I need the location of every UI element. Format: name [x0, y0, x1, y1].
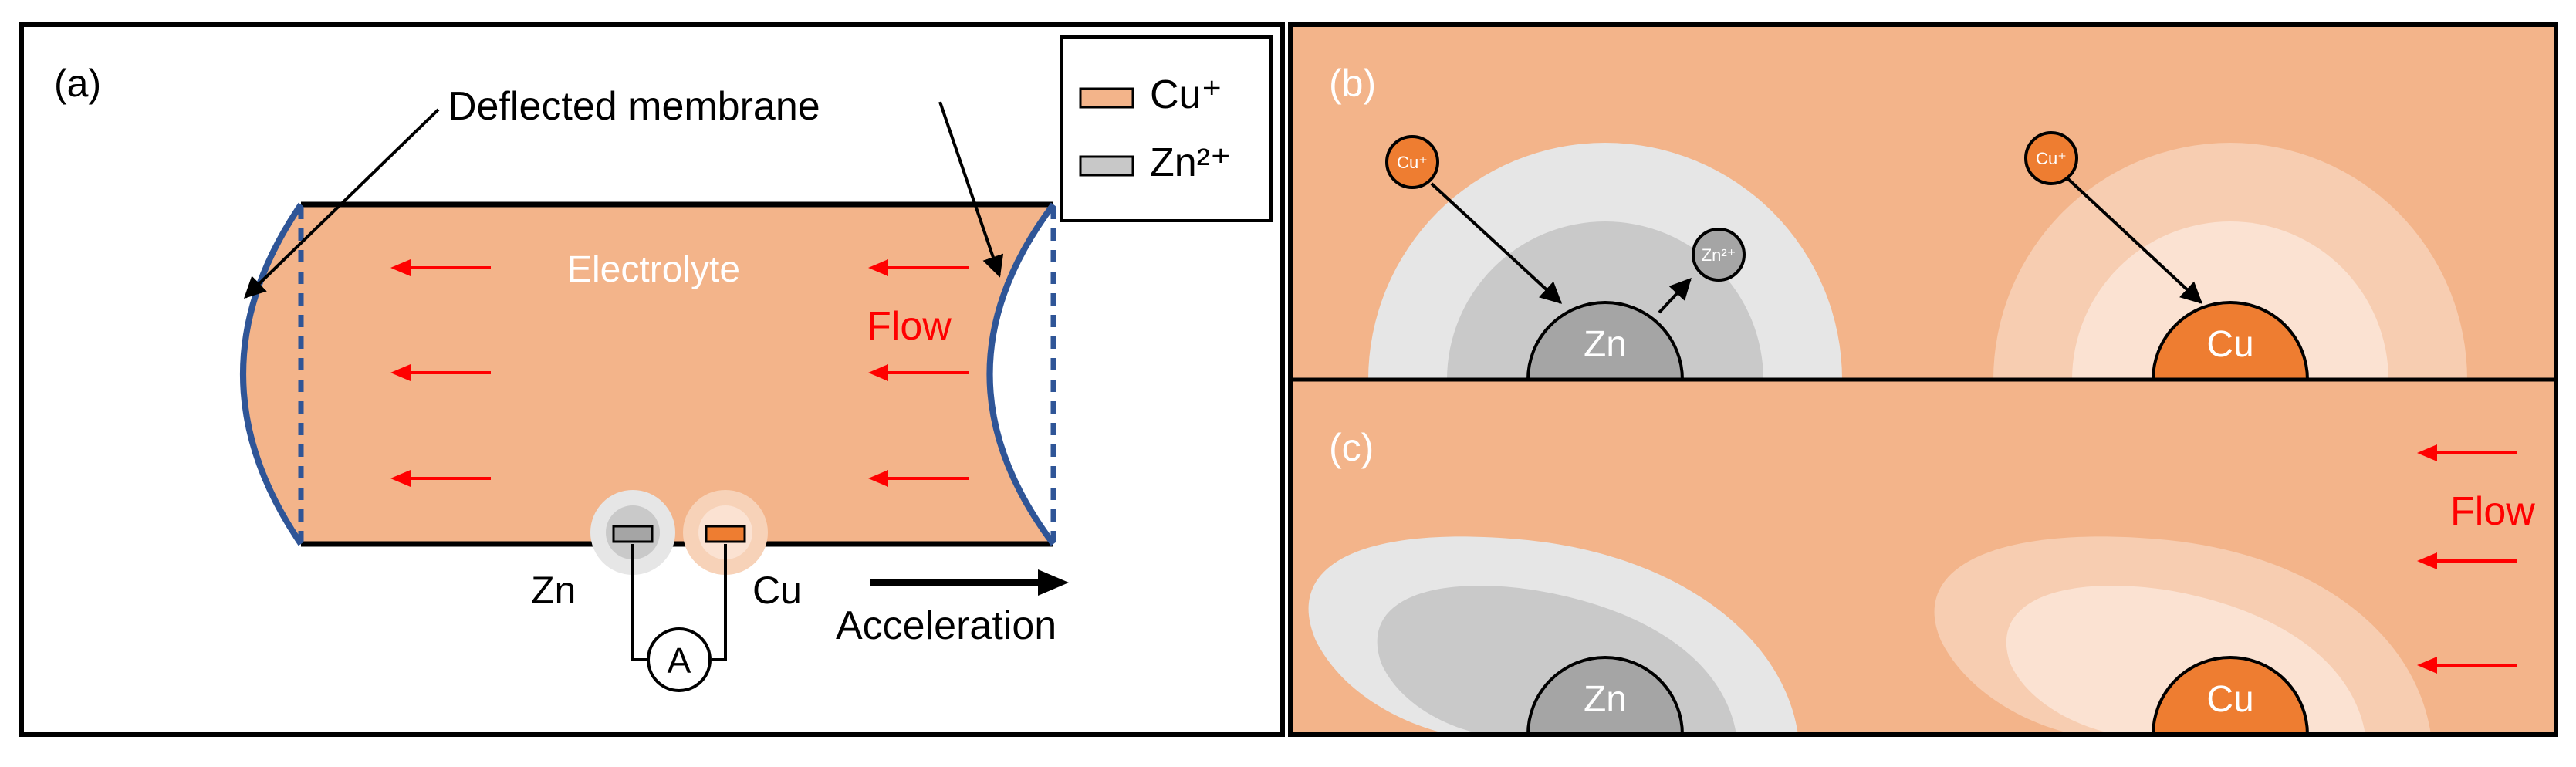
cu-ion-left	[1385, 135, 1439, 189]
panel-c-label: (c)	[1329, 426, 1374, 469]
panel-b-label: (b)	[1329, 62, 1376, 105]
zn-release-arrow	[1658, 277, 1692, 314]
zn-label-c: Zn	[1584, 679, 1627, 720]
flow-label-a: Flow	[867, 304, 952, 349]
acceleration-arrow-head	[1038, 569, 1069, 596]
flow-arrow	[2417, 552, 2517, 569]
cu-ion-left-label: Cu⁺	[1397, 153, 1428, 172]
flow-arrow	[390, 259, 491, 276]
panel-a: (a) Deflected membrane Electrolyte Flow	[19, 22, 1285, 737]
legend-label-zn: Zn²⁺	[1150, 140, 1231, 185]
panel-c: (c) Zn Cu Flow	[1290, 380, 2556, 735]
flow-arrow	[868, 364, 969, 381]
cu-to-cu-arrow	[2067, 177, 2203, 304]
panel-b: (b) Zn Cu Cu⁺ Cu⁺ Zn²⁺	[1290, 25, 2556, 380]
zn-ion-label: Zn²⁺	[1702, 245, 1736, 265]
cu-label-b: Cu	[2206, 324, 2253, 365]
cu-to-zn-arrow	[1430, 182, 1563, 304]
legend-box	[1060, 35, 1273, 222]
zn-label-b: Zn	[1584, 324, 1627, 365]
flow-arrows-a	[390, 259, 969, 487]
zn-electrode-c	[1526, 656, 1684, 735]
cu-ion-right-label: Cu⁺	[2036, 149, 2067, 168]
ammeter-label: A	[668, 640, 691, 681]
flow-arrow	[390, 470, 491, 487]
legend-swatch-zn	[1079, 155, 1134, 177]
right-deflected-membrane	[986, 202, 1056, 546]
left-deflected-membrane	[240, 202, 304, 546]
electrolyte-label: Electrolyte	[567, 249, 740, 290]
cu-electrode-a	[705, 525, 746, 543]
ammeter	[647, 627, 712, 692]
zn-label-a: Zn	[531, 569, 576, 612]
legend-swatch-cu	[1079, 87, 1134, 109]
flow-arrow	[868, 470, 969, 487]
cu-ion-right	[2024, 131, 2078, 185]
flow-arrow	[868, 259, 969, 276]
membrane-pointer-left	[243, 108, 440, 299]
legend-label-cu: Cu⁺	[1150, 73, 1222, 117]
cu-wire	[712, 544, 727, 661]
zn-halo-inner-b	[1447, 221, 1763, 380]
flow-arrows-c	[2417, 444, 2517, 674]
zn-wire	[631, 544, 647, 661]
cu-electrode-c	[2152, 656, 2309, 735]
acceleration-label: Acceleration	[836, 603, 1056, 648]
membrane-pointer-right	[938, 101, 1004, 278]
flow-arrow	[2417, 444, 2517, 461]
deflected-membrane-label: Deflected membrane	[448, 84, 820, 129]
cu-electrode-b	[2152, 301, 2309, 380]
flow-arrow	[2417, 657, 2517, 674]
flow-label-c: Flow	[2450, 489, 2535, 534]
zn-ion	[1692, 228, 1746, 282]
panel-a-label: (a)	[54, 62, 101, 105]
cu-halo-inner-b	[2072, 221, 2388, 380]
cu-label-c: Cu	[2206, 679, 2253, 720]
flow-arrow	[390, 364, 491, 381]
zn-electrode-b	[1526, 301, 1684, 380]
cu-label-a: Cu	[752, 569, 802, 612]
zn-electrode-a	[612, 525, 654, 543]
